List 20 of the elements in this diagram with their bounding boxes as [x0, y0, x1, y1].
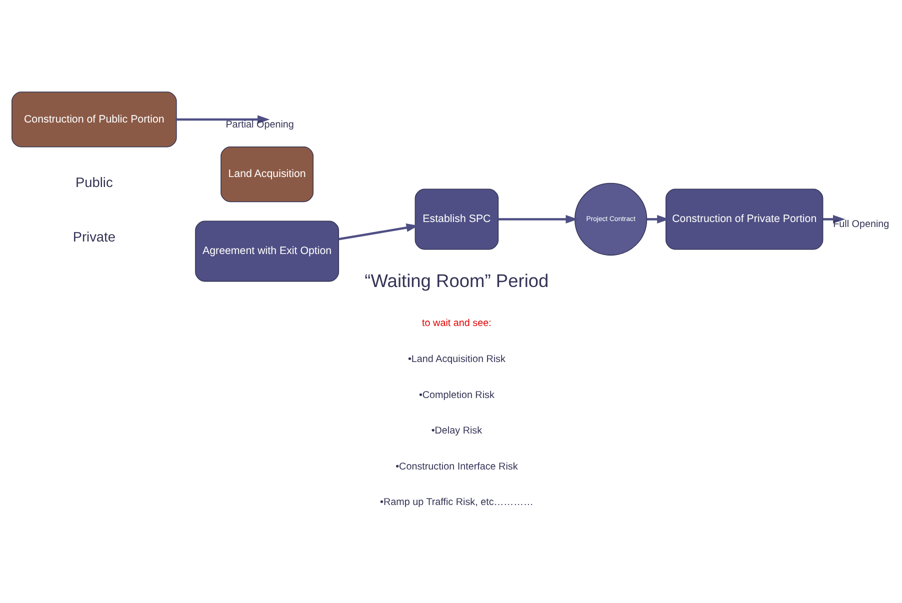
- arrow: [498, 214, 578, 224]
- label: “Waiting Room” Period: [364, 270, 549, 292]
- label: Public: [76, 174, 113, 190]
- arrow: [822, 214, 846, 224]
- label: •Construction Interface Risk: [396, 461, 518, 472]
- node-box: Construction of Private Portion: [666, 188, 824, 250]
- arrow: [176, 115, 270, 124]
- node-box: Construction of Public Portion: [12, 92, 177, 148]
- node-box: Agreement with Exit Option: [195, 220, 340, 282]
- label: Private: [72, 230, 116, 245]
- label: •Completion Risk: [418, 390, 494, 401]
- node-box: Land Acquisition: [220, 146, 314, 202]
- label: •Delay Risk: [431, 426, 482, 437]
- label: •Ramp up Traffic Risk, etc…………: [380, 497, 534, 508]
- label: to wait and see:: [422, 318, 492, 330]
- arrow: [646, 214, 670, 224]
- arrow: [338, 223, 419, 240]
- edge-label: Partial Opening: [226, 119, 294, 130]
- node-box: Establish SPC: [414, 188, 499, 250]
- label: •Land Acquisition Risk: [408, 354, 506, 365]
